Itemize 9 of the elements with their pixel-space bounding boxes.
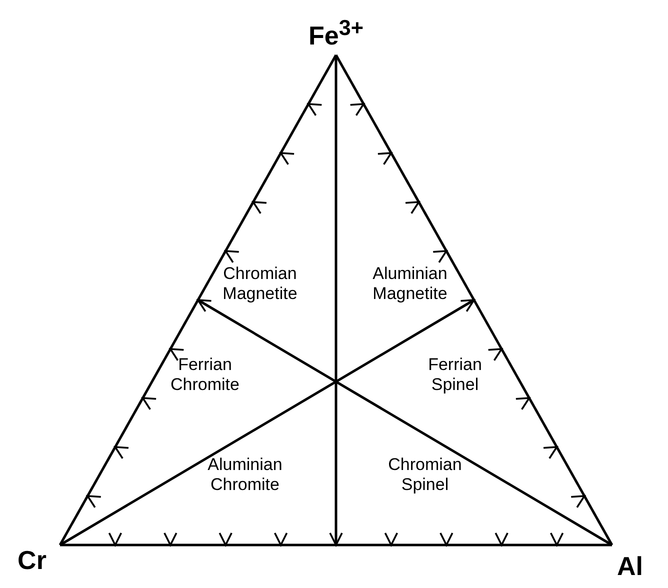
corner-label: Al [617,552,643,580]
field-label: Ferrian Spinel [427,355,483,395]
field-label: Chromian Magnetite [222,264,298,304]
corner-label: Cr [18,546,46,574]
field-label: Ferrian Chromite [170,355,240,395]
field-label: Aluminian Chromite [206,455,284,495]
field-label: Aluminian Magnetite [372,264,448,304]
corner-label: Fe$^{3+}$ [308,14,364,50]
field-label: Chromian Spinel [387,455,463,495]
